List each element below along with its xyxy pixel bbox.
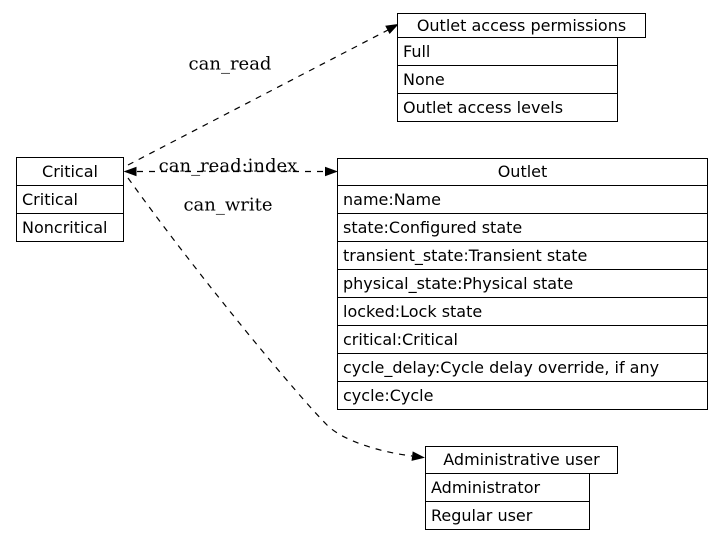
node-critical-title: Critical bbox=[16, 157, 124, 186]
edge-label-can-read: can_read bbox=[188, 53, 272, 75]
critical-row-critical: Critical bbox=[16, 185, 124, 214]
node-outlet-access-permissions-title: Outlet access permissions bbox=[397, 13, 646, 38]
outlet-row-critical: critical:Critical bbox=[337, 325, 708, 354]
edge-can-read-line bbox=[127, 29, 389, 166]
outlet-row-cycle: cycle:Cycle bbox=[337, 381, 708, 410]
node-administrative-user-title: Administrative user bbox=[425, 446, 618, 474]
edge-label-can-write: can_write bbox=[183, 194, 273, 216]
edge-can-read bbox=[127, 23, 399, 166]
arrowhead-into-outlet bbox=[325, 166, 338, 177]
node-administrative-user: Administrative user Administrator Regula… bbox=[425, 446, 618, 530]
admin-row-regular-user: Regular user bbox=[425, 501, 590, 530]
edge-label-can-read-index: can_read:index bbox=[158, 155, 298, 177]
node-outlet: Outlet name:Name state:Configured state … bbox=[337, 158, 708, 410]
outlet-row-locked: locked:Lock state bbox=[337, 297, 708, 326]
critical-row-noncritical: Noncritical bbox=[16, 213, 124, 242]
outlet-row-physical-state: physical_state:Physical state bbox=[337, 269, 708, 298]
admin-row-administrator: Administrator bbox=[425, 473, 590, 502]
outlet-row-transient-state: transient_state:Transient state bbox=[337, 241, 708, 270]
node-outlet-title: Outlet bbox=[337, 158, 708, 186]
arrowhead-into-permissions bbox=[385, 23, 399, 34]
arrowhead-into-critical bbox=[123, 166, 137, 177]
node-critical: Critical Critical Noncritical bbox=[16, 157, 124, 242]
permissions-row-full: Full bbox=[397, 37, 618, 66]
outlet-row-state: state:Configured state bbox=[337, 213, 708, 242]
outlet-row-cycle-delay: cycle_delay:Cycle delay override, if any bbox=[337, 353, 708, 382]
outlet-row-name: name:Name bbox=[337, 185, 708, 214]
permissions-row-outlet-access-levels: Outlet access levels bbox=[397, 93, 618, 122]
arrowhead-into-admin bbox=[411, 451, 425, 461]
permissions-row-none: None bbox=[397, 65, 618, 94]
node-outlet-access-permissions: Outlet access permissions Full None Outl… bbox=[397, 13, 646, 122]
